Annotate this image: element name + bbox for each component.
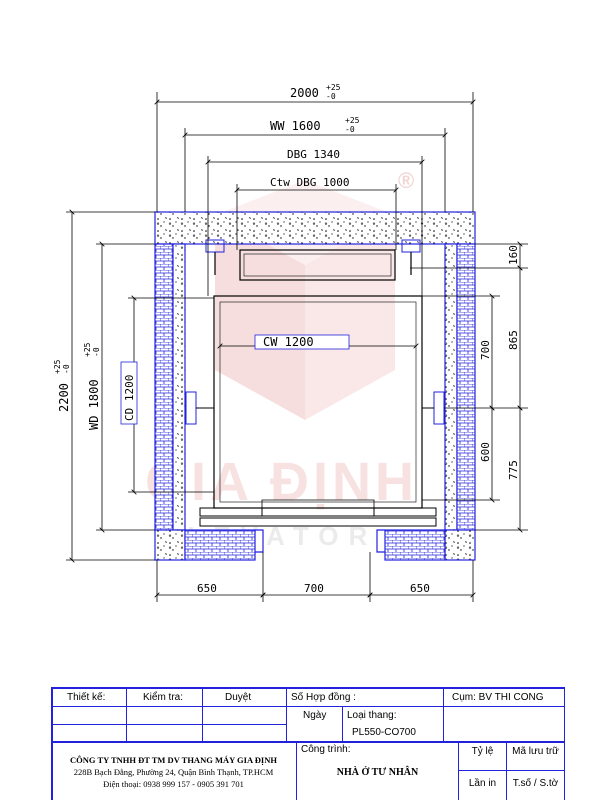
dim-right-600: 600: [479, 442, 492, 462]
dim-wd-tol-top: +25: [83, 342, 92, 357]
label-ngay: Ngày: [303, 710, 327, 721]
dim-right-160: 160: [507, 245, 520, 265]
dim-ctw-dbg: Ctw DBG 1000: [270, 176, 349, 189]
label-cong-trinh: Công trình:: [301, 743, 351, 755]
dimension-labels: 2000 +25 -0 WW 1600 +25 -0 DBG 1340 Ctw …: [53, 83, 520, 595]
dim-dbg: DBG 1340: [287, 148, 340, 161]
company-name: CÔNG TY TNHH ĐT TM DV THANG MÁY GIA ĐỊNH: [70, 754, 277, 765]
watermark-brand: GIA ĐỊNH: [145, 452, 418, 512]
dim-overall-width-tol-bottom: -0: [326, 92, 336, 101]
dim-ww-tol-top: +25: [345, 116, 360, 125]
label-to-so: T.số / S.tờ: [512, 777, 559, 789]
dim-ww-tol-bottom: -0: [345, 125, 355, 134]
dim-bottom-left: 650: [197, 582, 217, 595]
dim-cd: CD 1200: [123, 375, 136, 421]
label-loai-thang: Loại thang:: [347, 710, 397, 721]
company-phone: Điện thoại: 0938 999 157 - 0905 391 701: [103, 778, 244, 789]
dim-right-865: 865: [507, 330, 520, 350]
dim-overall-depth-tol-bottom: -0: [62, 364, 71, 374]
dim-cw: CW 1200: [263, 335, 314, 349]
label-so-hop-dong: Số Hợp đồng :: [291, 691, 356, 703]
dim-overall-width-tol-top: +25: [326, 83, 341, 92]
label-lan-in: Lần in: [468, 777, 497, 789]
dim-bottom-mid: 700: [304, 582, 324, 595]
company-info: CÔNG TY TNHH ĐT TM DV THANG MÁY GIA ĐỊNH…: [51, 743, 296, 800]
watermark-registered: ®: [398, 168, 414, 193]
elevator-shaft-plan: ® GIA ĐỊNH ELEVATOR: [53, 83, 528, 602]
dim-right-700: 700: [479, 340, 492, 360]
dim-bottom-right: 650: [410, 582, 430, 595]
dim-ww: WW 1600: [270, 119, 321, 133]
label-ma-luu-tru: Mã lưu trữ: [512, 745, 559, 757]
label-kiem-tra: Kiểm tra:: [143, 691, 184, 703]
label-thiet-ke: Thiết kế:: [67, 691, 106, 703]
value-loai-thang: PL550-CO700: [352, 727, 416, 738]
company-address: 228B Bạch Đằng, Phường 24, Quận Bình Thạ…: [73, 766, 274, 777]
label-ty-le: Tỷ lệ: [471, 745, 494, 757]
dim-right-775: 775: [507, 460, 520, 480]
label-duyet: Duyệt: [225, 691, 252, 703]
dim-overall-depth-tol-top: +25: [53, 359, 62, 374]
dim-overall-depth: 2200: [57, 383, 71, 412]
dim-wd-tol-bottom: -0: [92, 347, 101, 357]
dim-overall-width: 2000: [290, 86, 319, 100]
label-cum: Cụm: BV THI CONG: [452, 691, 544, 703]
title-block: Thiết kế: Kiểm tra: Duyệt Số Hợp đồng : …: [51, 687, 565, 800]
dim-wd: WD 1800: [87, 379, 101, 430]
value-cong-trinh: NHÀ Ở TƯ NHÂN: [336, 766, 419, 778]
elevator-car: [185, 239, 445, 527]
